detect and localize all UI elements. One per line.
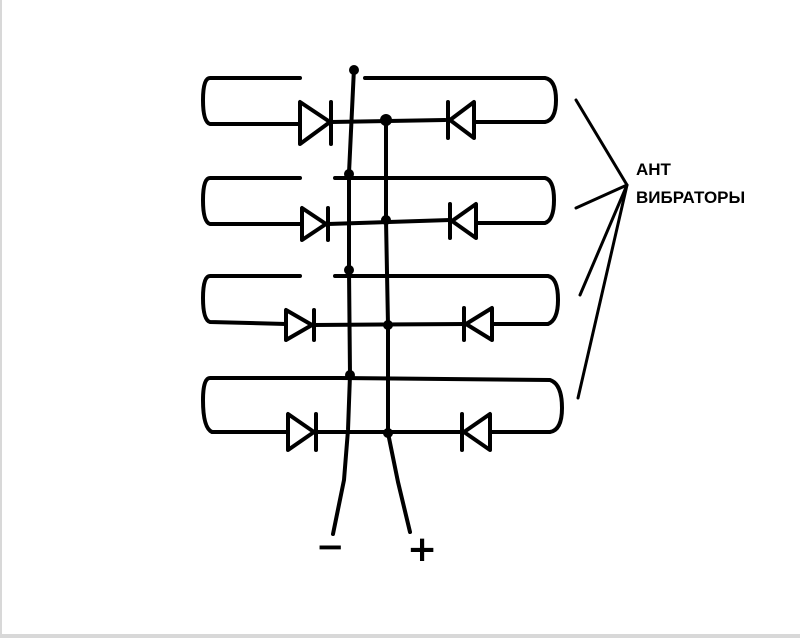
left-frame-edge (0, 0, 2, 638)
antenna-pointer-lines (574, 98, 629, 400)
junction-dot (383, 428, 393, 438)
junction-dot (345, 370, 355, 380)
junction-dot (349, 65, 359, 75)
antenna-label-line1: АНТ (636, 160, 671, 179)
diode-2-right (448, 202, 478, 240)
diode-1-right (446, 100, 476, 140)
minus-terminal-label: − (316, 527, 345, 567)
diode-2-left (300, 206, 330, 242)
bottom-frame-edge (0, 634, 800, 638)
vibrator-loop-3 (201, 274, 560, 342)
junction-dot (344, 265, 354, 275)
diode-1-left (298, 100, 333, 146)
minus-bus-line (331, 66, 356, 536)
vibrator-loop-1 (201, 76, 558, 146)
diode-4-left (286, 412, 318, 452)
vibrator-loop-2 (201, 176, 556, 242)
plus-terminal-label: + (407, 529, 438, 570)
junction-dot (381, 215, 391, 225)
antenna-label-line2: ВИБРАТОРЫ (636, 188, 746, 207)
junction-dot (344, 169, 354, 179)
vibrator-loop-4 (201, 376, 564, 452)
plus-bus-line (384, 118, 412, 534)
diode-3-right (462, 306, 494, 342)
junction-dot (380, 114, 392, 126)
junction-dot (383, 320, 393, 330)
diode-4-right (460, 412, 492, 452)
diode-3-left (284, 308, 316, 342)
